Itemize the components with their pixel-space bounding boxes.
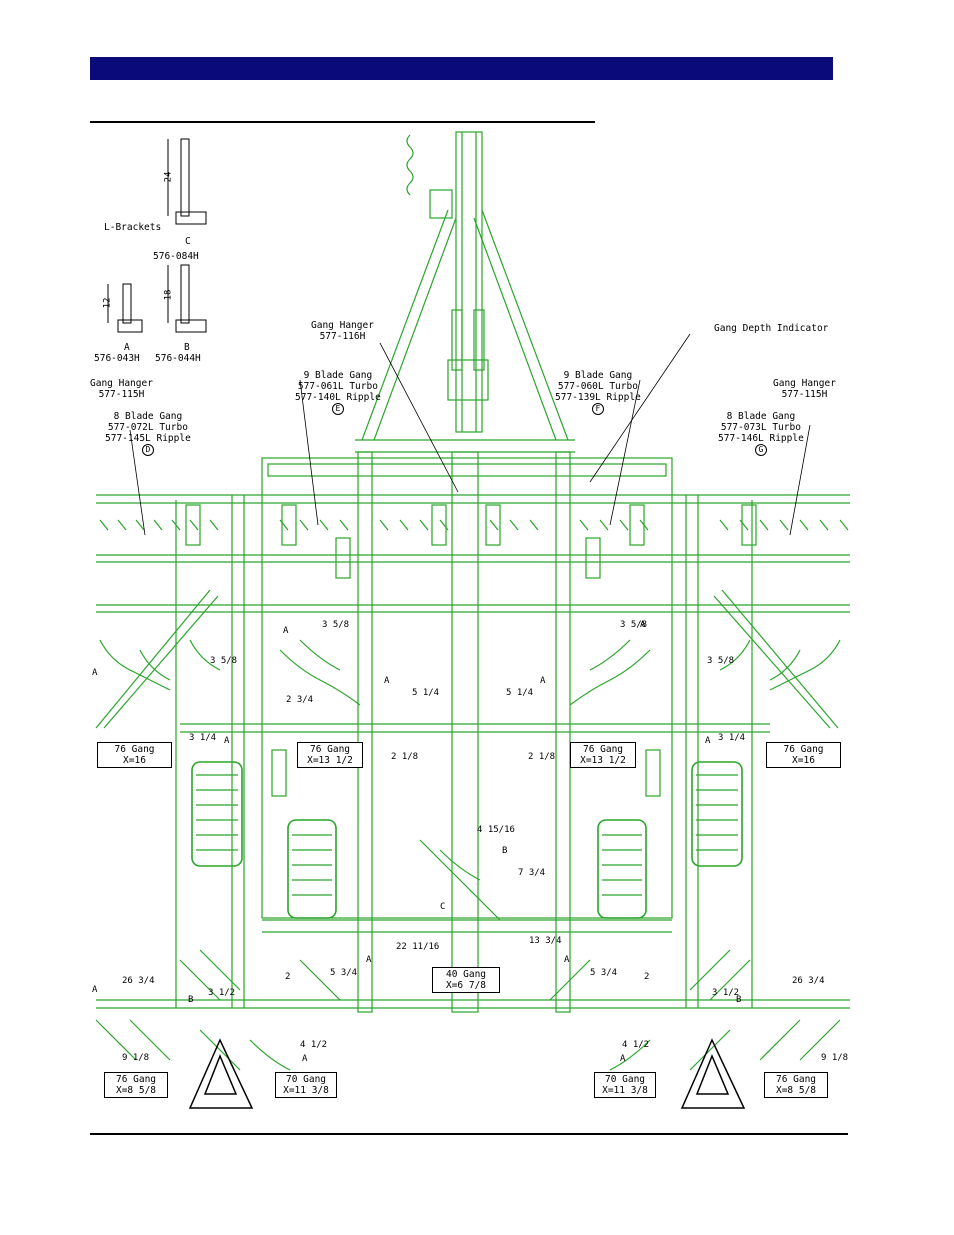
dim-9-1-8-a: 9 1/8 (122, 1053, 150, 1063)
bracket-letter-a: A (283, 626, 289, 636)
bracket-letter-a: A (366, 955, 372, 965)
bracket-letter-b: B (736, 995, 742, 1005)
dim-3-1-4-b: 3 1/4 (718, 733, 746, 743)
dim-3-1-2-a: 3 1/2 (208, 988, 236, 998)
bracket-letter-a: A (384, 676, 390, 686)
dim-7-3-4: 7 3/4 (518, 868, 546, 878)
bracket-letter-c: C (440, 902, 446, 912)
hitch-tongue (455, 131, 483, 433)
tag-d: D (141, 444, 154, 456)
bracket-letter-b: B (502, 846, 508, 856)
leader-lines (129, 333, 811, 536)
bracket-letter-a: A (224, 736, 230, 746)
tire-right-rear (597, 819, 647, 919)
bracket-drawings (107, 138, 207, 333)
warning-triangles (188, 1038, 746, 1109)
dim-26-3-4-a: 26 3/4 (122, 976, 155, 986)
tire-right-front (691, 761, 743, 867)
l-brackets-title: L-Brackets (104, 222, 162, 233)
gang-hanger-center-label: Gang Hanger 577-116H (311, 320, 374, 342)
bracket-letter-b: B (188, 995, 194, 1005)
bracket-b-letter: B (184, 342, 190, 353)
dim-5-1-4-b: 5 1/4 (506, 688, 534, 698)
dim-5-1-4-a: 5 1/4 (412, 688, 440, 698)
dim-2-1-8-b: 2 1/8 (528, 752, 556, 762)
gang-hanger-left-label: Gang Hanger 577-115H (90, 378, 153, 400)
bracket-letter-a: A (540, 676, 546, 686)
dim-4-15-16: 4 15/16 (477, 825, 515, 835)
tag-g: G (754, 444, 767, 456)
dim-2-a: 2 (285, 972, 291, 982)
dim-2-1-8-a: 2 1/8 (391, 752, 419, 762)
dim-5-3-4-b: 5 3/4 (590, 968, 618, 978)
header-bar (90, 57, 833, 80)
bracket-letter-a: A (620, 1054, 626, 1064)
nine-blade-gang-left-label: 9 Blade Gang 577-061L Turbo 577-140L Rip… (295, 370, 381, 415)
tire-left-front (191, 761, 243, 867)
gang-depth-indicator-label: Gang Depth Indicator (714, 323, 829, 334)
dim-22-11-16: 22 11/16 (396, 942, 440, 952)
eight-blade-gang-left-label: 8 Blade Gang 577-072L Turbo 577-145L Rip… (105, 411, 191, 456)
bracket-a-dim: 12 (102, 297, 113, 309)
dim-2-3-4: 2 3/4 (286, 695, 314, 705)
bracket-letter-a: A (92, 985, 98, 995)
bracket-letter-a: A (92, 668, 98, 678)
bracket-letter-a: A (705, 736, 711, 746)
bracket-c-dim: 24 (163, 171, 174, 183)
dim-3-1-4-a: 3 1/4 (189, 733, 217, 743)
main-frame (261, 457, 673, 919)
eight-blade-gang-right-label: 8 Blade Gang 577-073L Turbo 577-146L Rip… (718, 411, 804, 456)
dim-4-1-2-a: 4 1/2 (300, 1040, 328, 1050)
dim-3-5-8-a: 3 5/8 (322, 620, 350, 630)
dim-2-b: 2 (644, 972, 650, 982)
bracket-letter-a: A (640, 620, 646, 630)
bracket-b-part: 576-044H (155, 353, 201, 364)
gang-hanger-right-label: Gang Hanger 577-115H (773, 378, 836, 400)
dim-3-5-8-d: 3 5/8 (707, 656, 735, 666)
dim-4-1-2-b: 4 1/2 (622, 1040, 650, 1050)
bracket-letter-a: A (302, 1054, 308, 1064)
a-frame-right (481, 209, 569, 441)
dim-3-5-8-b: 3 5/8 (620, 620, 648, 630)
tag-f: F (591, 403, 604, 415)
bracket-letter-a: A (564, 955, 570, 965)
bracket-b-dim: 18 (163, 289, 174, 301)
footer-rule (90, 1133, 848, 1135)
dim-3-5-8-c: 3 5/8 (210, 656, 238, 666)
dim-5-3-4-a: 5 3/4 (330, 968, 358, 978)
hitch-chain (406, 134, 414, 196)
dim-9-1-8-b: 9 1/8 (821, 1053, 849, 1063)
dim-13-3-4: 13 3/4 (529, 936, 562, 946)
bracket-c-letter: C (185, 236, 191, 247)
a-frame-left (361, 209, 449, 441)
bracket-c-part: 576-084H (153, 251, 199, 262)
disc-gangs (95, 519, 849, 1071)
bracket-a-letter: A (124, 342, 130, 353)
title-rule (90, 121, 595, 123)
nine-blade-gang-right-label: 9 Blade Gang 577-060L Turbo 577-139L Rip… (555, 370, 641, 415)
tire-left-rear (287, 819, 337, 919)
bracket-a-part: 576-043H (94, 353, 140, 364)
dim-3-1-2-b: 3 1/2 (712, 988, 740, 998)
dim-26-3-4-b: 26 3/4 (792, 976, 825, 986)
tag-e: E (331, 403, 344, 415)
